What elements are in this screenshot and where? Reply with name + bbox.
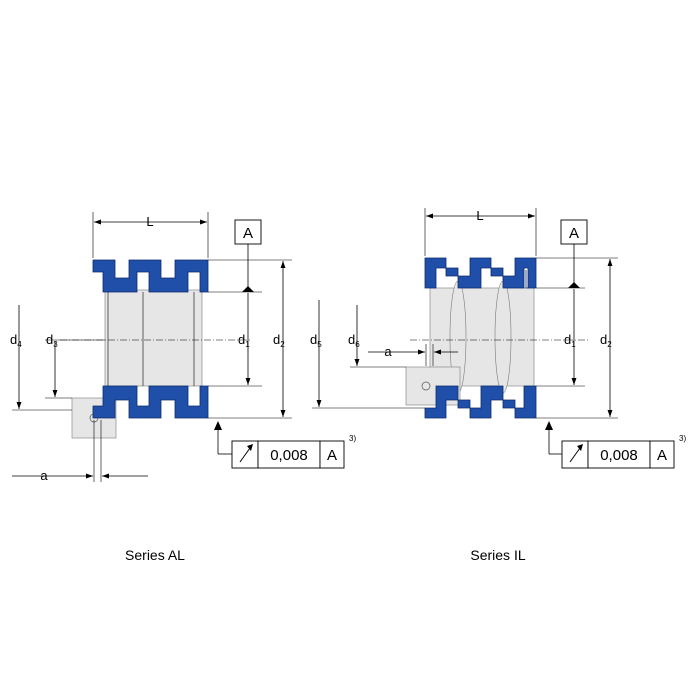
al-caption: Series AL [125,547,185,563]
il-datum-label: A [569,225,579,242]
al-length-label: L [146,214,153,229]
il-d6-label: d6 [348,332,360,349]
al-tolerance-datum: A [327,447,337,464]
il-tolerance-datum: A [657,447,667,464]
il-d2-label: d2 [600,332,612,349]
il-length-label: L [476,208,483,223]
al-d1-label: d1 [238,332,250,349]
al-datum-box [234,219,262,245]
il-d1-label: d1 [564,332,576,349]
il-ball-icon [421,381,431,391]
il-datum-box [560,219,588,245]
al-d2-label: d2 [273,332,285,349]
al-tolerance-value: 0,008 [270,447,308,464]
al-datum-label: A [243,225,253,242]
il-bottom-bellows [424,385,537,419]
il-footnote: 3) [679,434,686,443]
al-footnote: 3) [349,434,356,443]
al-d4-label: d4 [10,332,22,349]
al-runout-icon [247,444,253,451]
al-d3-label: d3 [46,332,58,349]
il-caption: Series IL [470,547,525,563]
al-bottom-bellows [92,385,209,419]
al-offset-label: a [40,468,48,483]
al-top-bellows [92,259,209,293]
il-d5-label: d5 [310,332,322,349]
al-inner-body [104,289,203,387]
il-tolerance-value: 0,008 [600,447,638,464]
il-runout-icon [577,444,583,451]
series-il-figure: L A d1 d2 d6 d5 a [310,208,686,563]
il-top-bellows [424,257,537,289]
il-offset-label: a [384,344,392,359]
series-al-figure: L A d1 d2 d3 d4 a [10,212,356,563]
